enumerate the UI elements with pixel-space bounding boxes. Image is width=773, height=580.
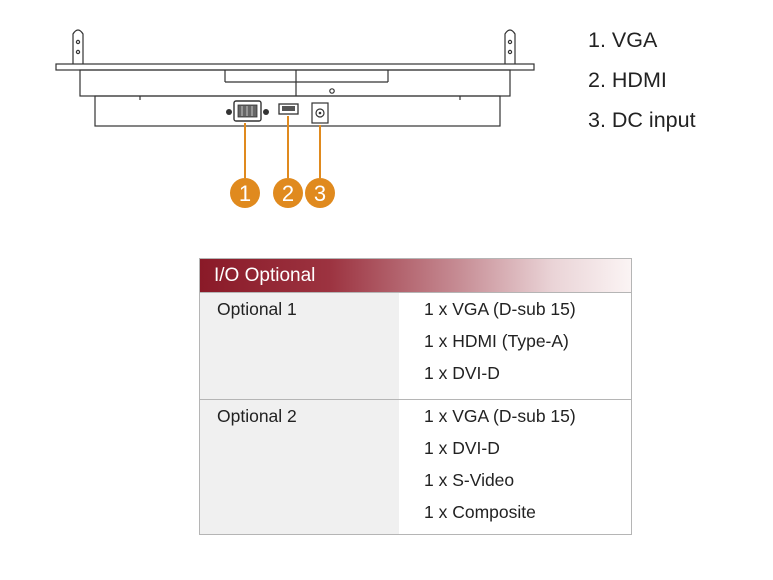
list-item: 1 x S-Video: [424, 470, 515, 490]
row-label: Optional 1: [200, 293, 399, 399]
table-row-optional-2: Optional 2 1 x VGA (D-sub 15) 1 x DVI-D …: [200, 399, 631, 534]
list-item: 1 x DVI-D: [424, 363, 500, 383]
callout-1-circle: [230, 178, 260, 208]
legend-item-hdmi: 2. HDMI: [588, 68, 667, 92]
list-item: 1 x VGA (D-sub 15): [424, 406, 576, 426]
right-bracket: [504, 29, 516, 64]
table-title: I/O Optional: [200, 259, 631, 292]
vga-port: [226, 100, 269, 122]
device-chassis: [79, 69, 511, 97]
list-item: 1 x Composite: [424, 502, 536, 522]
callout-1-label: 1: [239, 181, 251, 206]
callout-2-circle: [273, 178, 303, 208]
table-row-optional-1: Optional 1 1 x VGA (D-sub 15) 1 x HDMI (…: [200, 292, 631, 399]
row-items: 1 x VGA (D-sub 15) 1 x HDMI (Type-A) 1 x…: [399, 293, 631, 399]
row-label: Optional 2: [200, 400, 399, 534]
row-items: 1 x VGA (D-sub 15) 1 x DVI-D 1 x S-Video…: [399, 400, 631, 534]
list-item: 1 x DVI-D: [424, 438, 500, 458]
callout-2-label: 2: [282, 181, 294, 206]
left-bracket: [72, 29, 84, 64]
device-io-diagram: 1 2 3: [55, 29, 535, 208]
list-item: 1 x VGA (D-sub 15): [424, 299, 576, 319]
legend-item-vga: 1. VGA: [588, 28, 658, 52]
device-flange: [55, 63, 535, 71]
legend-item-dc-input: 3. DC input: [588, 108, 696, 132]
port-legend: 1. VGA 2. HDMI 3. DC input: [588, 28, 696, 150]
callout-3-label: 3: [314, 181, 326, 206]
list-item: 1 x HDMI (Type-A): [424, 331, 569, 351]
io-optional-table: I/O Optional Optional 1 1 x VGA (D-sub 1…: [199, 258, 632, 535]
dc-input-port: [311, 102, 329, 124]
hdmi-port: [278, 103, 299, 115]
device-io-panel: [94, 95, 501, 127]
callout-3-circle: [305, 178, 335, 208]
